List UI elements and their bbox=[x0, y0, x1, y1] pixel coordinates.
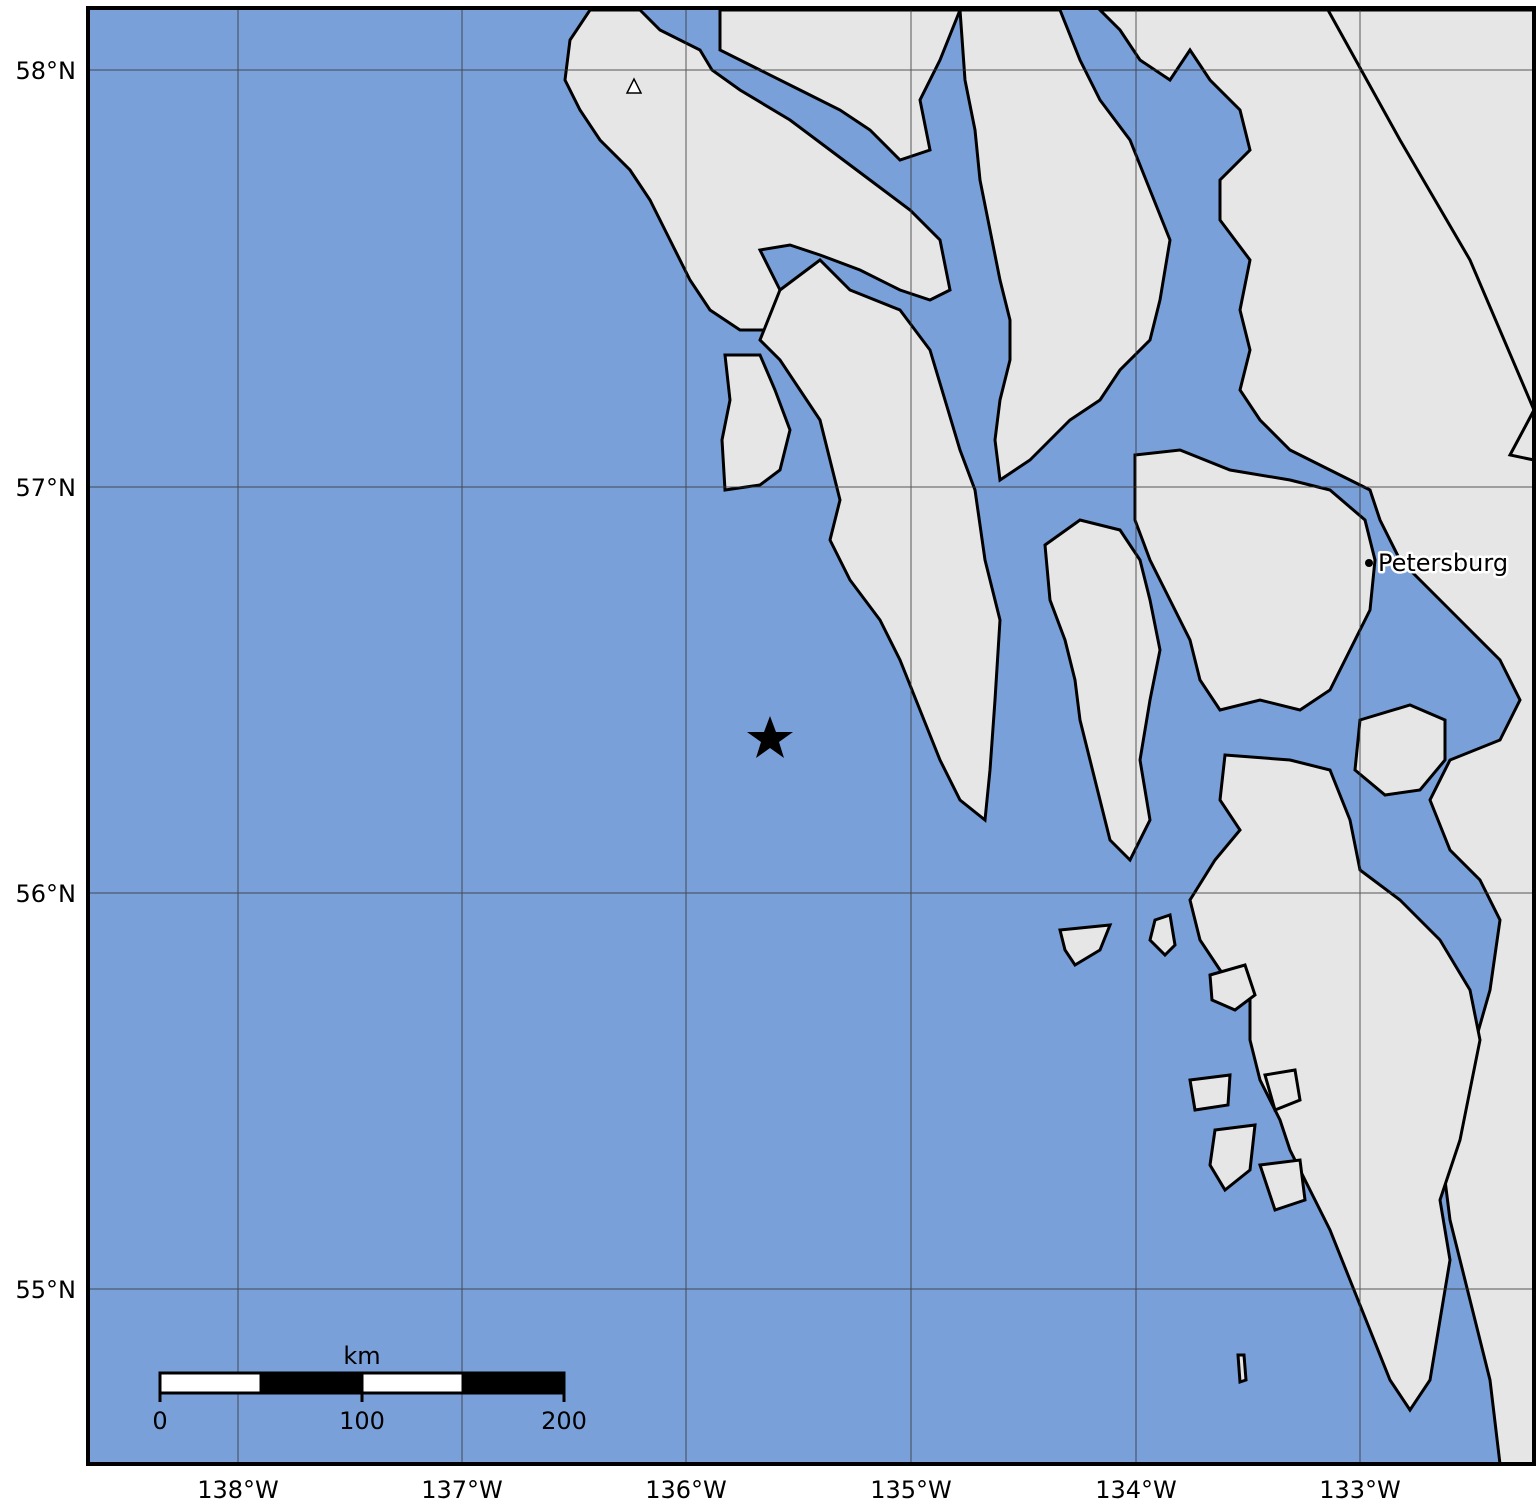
landmass-small-island-3 bbox=[1188, 1073, 1232, 1112]
landmass-kuiu bbox=[1043, 518, 1162, 863]
longitude-label: 133°W bbox=[1319, 1476, 1401, 1504]
star-icon bbox=[747, 716, 793, 758]
scale-segment-3 bbox=[360, 1371, 465, 1395]
landmass-small-island-1 bbox=[1148, 913, 1177, 958]
border-line bbox=[1326, 9, 1536, 462]
landmass-admiralty bbox=[958, 8, 1172, 483]
longitude-label: 136°W bbox=[645, 1476, 727, 1504]
latitude-label: 57°N bbox=[16, 474, 77, 502]
landmass-baranof bbox=[758, 258, 1002, 823]
longitude-label: 137°W bbox=[421, 1476, 503, 1504]
landmass-small-island-2 bbox=[1208, 963, 1257, 1012]
latitude-label: 55°N bbox=[16, 1276, 77, 1304]
landmass-small-island-4 bbox=[1263, 1068, 1302, 1113]
landmass-small-island-5 bbox=[1208, 1123, 1257, 1193]
scale-unit-label: km bbox=[343, 1342, 380, 1370]
longitude-labels: 138°W 137°W 136°W 135°W 134°W 133°W bbox=[197, 1476, 1401, 1504]
scale-segment-2 bbox=[259, 1371, 364, 1395]
scale-segment-1 bbox=[158, 1371, 263, 1395]
latitude-labels: 58°N 57°N 56°N 55°N bbox=[16, 57, 77, 1304]
landmass-kupreanof bbox=[1133, 448, 1377, 712]
longitude-label: 135°W bbox=[870, 1476, 952, 1504]
land-layer bbox=[563, 8, 1534, 1464]
landmass-chichagof bbox=[563, 8, 952, 332]
landmass-coronation bbox=[1058, 923, 1113, 968]
latitude-label: 56°N bbox=[16, 880, 77, 908]
landmass-small-island-7 bbox=[1236, 1353, 1248, 1385]
city-label-petersburg: Petersburg bbox=[1378, 549, 1508, 577]
landmass-north-peninsula bbox=[718, 8, 963, 162]
city-dot bbox=[1365, 559, 1373, 567]
scale-segment-4 bbox=[461, 1371, 566, 1395]
longitude-label: 134°W bbox=[1095, 1476, 1177, 1504]
landmass-prince-of-wales bbox=[1188, 753, 1482, 1413]
map-frame bbox=[86, 6, 1536, 1466]
scale-label-200: 200 bbox=[541, 1407, 587, 1435]
scale-bar: km 0 100 200 bbox=[152, 1342, 587, 1435]
latitude-label: 58°N bbox=[16, 57, 77, 85]
graticule bbox=[88, 8, 1534, 1464]
scale-label-100: 100 bbox=[339, 1407, 385, 1435]
triangle-icon bbox=[625, 77, 643, 94]
landmass-small-island-6 bbox=[1257, 1158, 1307, 1212]
landmass-kruzof bbox=[720, 353, 792, 492]
longitude-label: 138°W bbox=[197, 1476, 279, 1504]
scale-label-0: 0 bbox=[152, 1407, 167, 1435]
